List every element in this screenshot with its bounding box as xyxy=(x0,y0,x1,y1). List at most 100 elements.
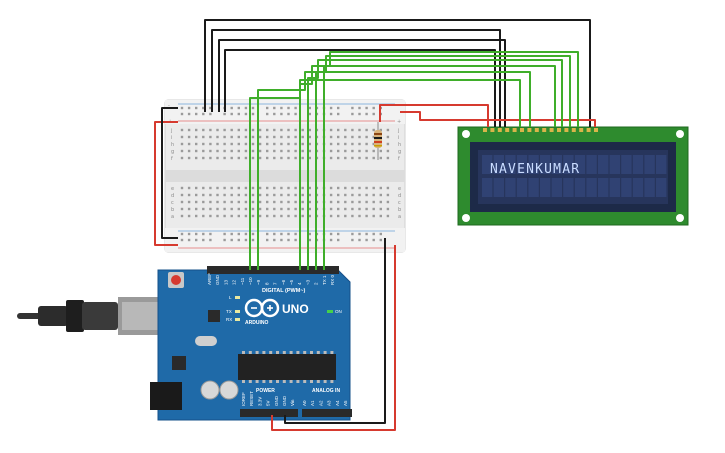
wire-red-2 xyxy=(379,104,489,127)
power-label: POWER xyxy=(256,388,275,394)
breadboard-row-letter: c xyxy=(171,200,174,206)
wire-black-4 xyxy=(224,49,496,127)
lcd-pin[interactable] xyxy=(579,128,584,132)
lcd-pin[interactable] xyxy=(594,128,598,132)
breadboard-row-letter: j xyxy=(170,128,172,134)
wire-green-d6 xyxy=(315,55,571,270)
arduino-pin-label: 3.3V xyxy=(257,397,262,406)
arduino-pin-label: A4 xyxy=(335,400,340,406)
arduino-pin-label: A3 xyxy=(327,400,332,406)
arduino-pin-label: 2 xyxy=(314,282,319,285)
arduino-pin-label: 5V xyxy=(266,400,271,406)
breadboard-row-letter: f xyxy=(171,156,173,162)
arduino-pin-label: ~6 xyxy=(281,279,286,285)
arduino-pin-label: A5 xyxy=(343,400,348,406)
breadboard-row-letter: g xyxy=(171,149,174,155)
arduino-pin-label: 8 xyxy=(264,282,269,285)
analog-header xyxy=(302,409,352,417)
wire-red-4 xyxy=(271,245,396,431)
lcd-pin[interactable] xyxy=(571,128,576,132)
lcd-character-cells xyxy=(482,155,667,197)
lcd-pin[interactable] xyxy=(512,128,517,132)
arduino-pin-label: IOREF xyxy=(241,392,246,406)
lcd-pin[interactable] xyxy=(534,128,539,132)
resistor[interactable] xyxy=(374,122,382,160)
usb-cable[interactable] xyxy=(17,297,170,335)
wire-green-d5 xyxy=(307,59,563,270)
wire-green-e xyxy=(257,71,531,270)
lcd-pin[interactable] xyxy=(549,128,554,132)
breadboard-row-letter: e xyxy=(171,186,174,192)
breadboard-holes xyxy=(180,106,390,242)
digital-header-label: DIGITAL (PWM~) xyxy=(262,288,306,294)
lcd-pin[interactable] xyxy=(564,128,569,132)
arduino-pin-label: A2 xyxy=(318,400,323,406)
breadboard-row-letter: c xyxy=(398,200,401,206)
wire-red-1 xyxy=(400,111,596,127)
power-led xyxy=(327,310,333,313)
brand-label: ARDUINO xyxy=(245,320,268,326)
arduino-pin-label: ~9 xyxy=(256,279,261,285)
arduino-pin-label: GND xyxy=(215,274,220,285)
wires xyxy=(154,19,596,431)
lcd-pin[interactable] xyxy=(505,128,510,132)
breadboard-row-letter: b xyxy=(398,207,401,213)
lcd-pin[interactable] xyxy=(520,128,524,132)
arduino-pin-label: GND xyxy=(282,395,287,406)
tx-led-label: TX xyxy=(226,309,232,314)
breadboard-row-letter: a xyxy=(398,214,401,220)
model-label: UNO xyxy=(282,302,309,316)
wire-black-gnd-2 xyxy=(284,238,386,424)
wire-black-1 xyxy=(204,19,591,127)
svg-text:+: + xyxy=(397,119,401,125)
rx-led-label: RX xyxy=(226,317,232,322)
arduino-pin-label: GND xyxy=(274,395,279,406)
arduino-pin-label: Vin xyxy=(290,399,295,406)
arduino-pin-label: A0 xyxy=(302,400,307,406)
arduino-uno[interactable]: DIGITAL (PWM~) UNO ARDUINO L TX RX ON xyxy=(150,266,352,421)
digital-header xyxy=(207,266,339,274)
wire-green-d7 xyxy=(323,51,579,270)
wire-black-2 xyxy=(211,29,501,127)
power-header xyxy=(240,409,298,417)
lcd-pin[interactable] xyxy=(490,128,495,132)
arduino-pin-label: AREF xyxy=(207,273,212,285)
arduino-pin-label: 12 xyxy=(232,279,237,285)
breadboard-row-letter: d xyxy=(398,193,401,199)
l-led-label: L xyxy=(229,295,232,300)
breadboard-row-letter: a xyxy=(171,214,174,220)
lcd-pin[interactable] xyxy=(483,128,487,132)
wire-red-3 xyxy=(154,121,178,246)
lcd-pin[interactable] xyxy=(557,128,561,132)
breadboard-row-letter: b xyxy=(171,207,174,213)
breadboard-row-letter: g xyxy=(398,149,401,155)
power-jack[interactable] xyxy=(150,382,182,410)
lcd-pin[interactable] xyxy=(586,128,591,132)
arduino-pin-label: ~11 xyxy=(240,277,245,285)
lcd-pin[interactable] xyxy=(527,128,532,132)
arduino-pin-label: RESET xyxy=(249,391,254,406)
svg-text:-: - xyxy=(168,103,170,109)
lcd-display-text: NAVENKUMAR xyxy=(490,162,580,177)
arduino-logo-icon xyxy=(244,298,280,318)
arduino-pin-label: A1 xyxy=(310,400,315,406)
lcd-module[interactable]: NAVENKUMAR xyxy=(457,126,689,226)
breadboard-row-letter: f xyxy=(398,156,400,162)
arduino-pin-label: ~10 xyxy=(248,277,253,285)
breadboard-row-letter: h xyxy=(171,142,174,148)
lcd-pin-header xyxy=(483,128,598,132)
arduino-pin-label: ~5 xyxy=(289,279,294,285)
on-led-label: ON xyxy=(335,309,342,314)
breadboard-row-letter: j xyxy=(397,128,399,134)
arduino-pin-label: RX 0 xyxy=(330,274,335,285)
lcd-pin[interactable] xyxy=(497,128,502,132)
wire-black-3 xyxy=(218,39,506,127)
lcd-pin[interactable] xyxy=(542,128,547,132)
wire-black-gnd-1 xyxy=(161,107,178,239)
wire-green-d4 xyxy=(299,65,556,270)
arduino-pin-label: 4 xyxy=(297,282,302,285)
breadboard-row-letter: i xyxy=(398,135,399,141)
